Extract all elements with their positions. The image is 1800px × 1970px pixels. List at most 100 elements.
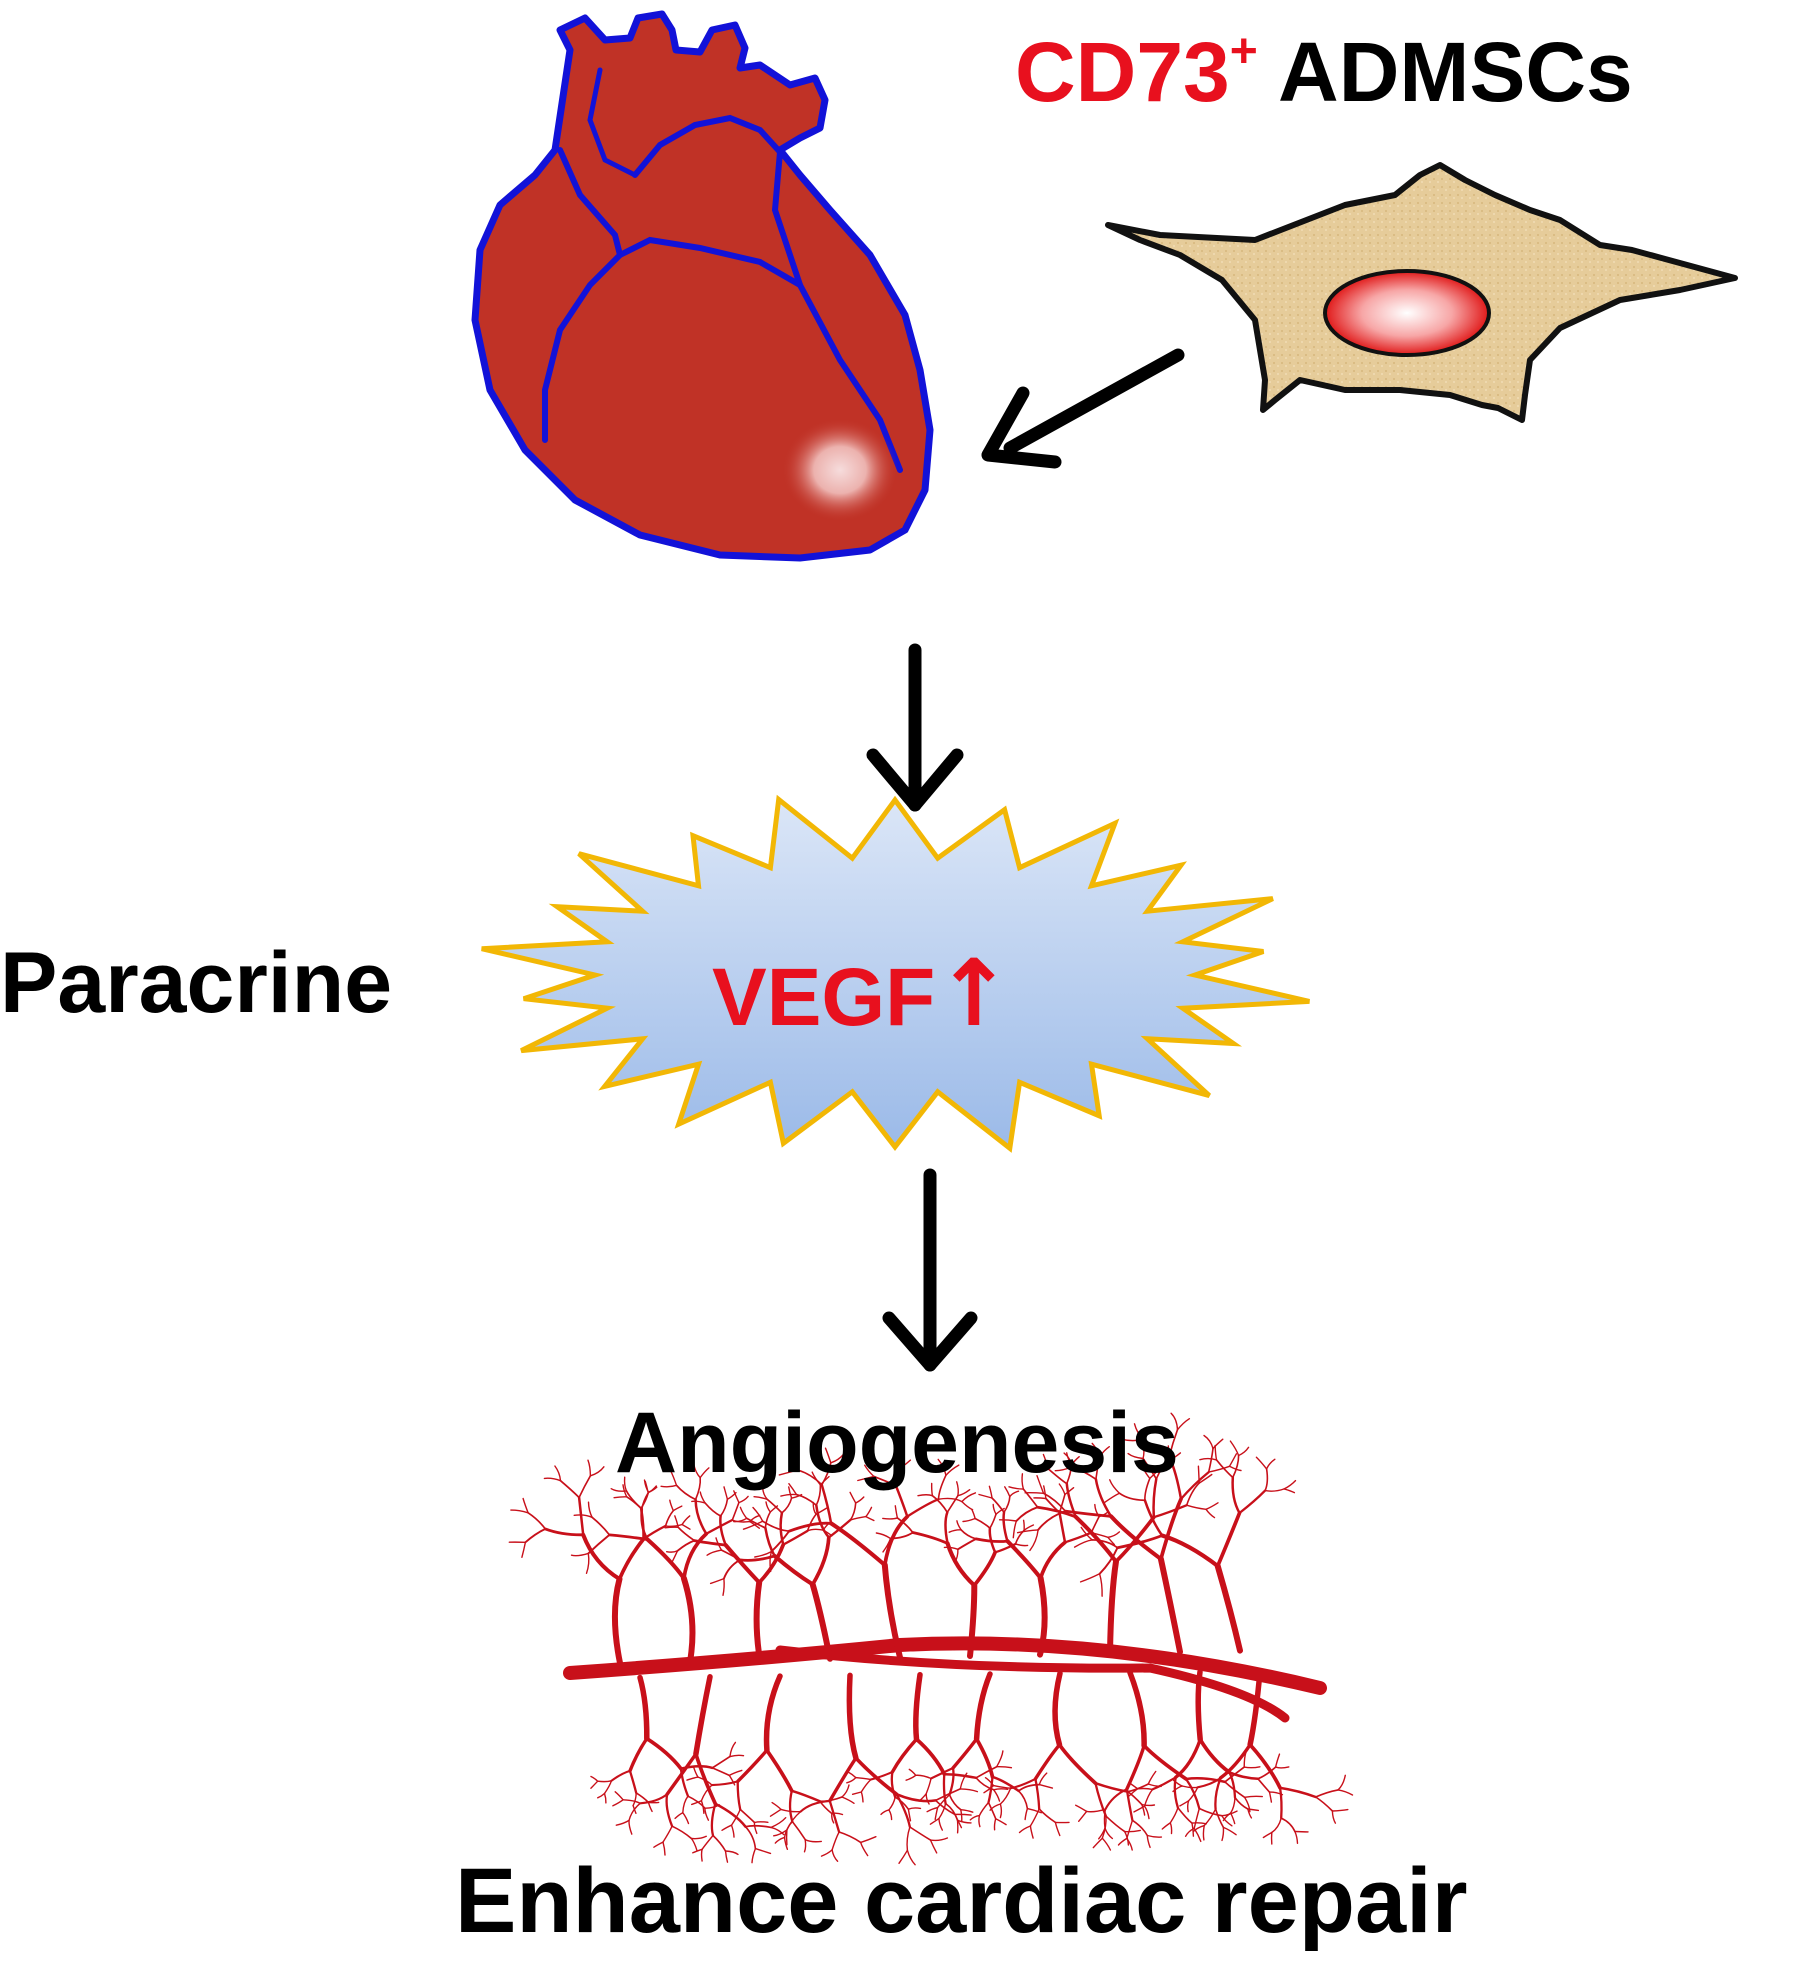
vessel-branch	[1272, 1818, 1281, 1832]
vessel-branch	[1244, 1767, 1260, 1768]
vessel-branch	[766, 1502, 770, 1512]
vessel-branch	[636, 1793, 648, 1803]
vessel-branch	[926, 1779, 931, 1794]
paracrine-label: Paracrine	[0, 940, 392, 1026]
arrow-cell-to-heart	[988, 355, 1178, 462]
vessel-branch	[630, 1771, 636, 1793]
vessel-branch	[1263, 1833, 1271, 1838]
vessel-branch	[1127, 1746, 1144, 1790]
vessel-branch	[1035, 1779, 1039, 1809]
vessel-branch	[792, 1822, 805, 1840]
vessel-branch	[1035, 1745, 1059, 1779]
arrow-heart-to-vegf	[873, 650, 957, 805]
vessel-branch	[1142, 1805, 1155, 1806]
vessel-branch	[866, 1517, 874, 1521]
vessel-branch	[866, 1507, 872, 1516]
vessel-branch	[511, 1510, 528, 1513]
vessel-branch	[691, 1839, 697, 1851]
vessel-branch	[1034, 1498, 1046, 1499]
vessel-branch	[1016, 1507, 1037, 1521]
vessel-branch	[916, 1675, 920, 1740]
vessel-branch	[994, 1790, 1000, 1801]
vessel-branch	[712, 1804, 715, 1836]
vessel-branch	[707, 1550, 721, 1555]
vessel-branch	[1230, 1454, 1237, 1467]
vessel-branch	[1223, 1813, 1230, 1821]
vessel-branch	[949, 1530, 961, 1532]
vessel-branch	[614, 1497, 627, 1498]
vessel-branch	[705, 1808, 709, 1820]
vessel-branch	[847, 1778, 856, 1783]
vessel-branch	[1147, 1836, 1161, 1838]
vessel-branch	[808, 1514, 817, 1531]
vessel-branch	[1030, 1809, 1039, 1826]
vessel-branch	[1209, 1449, 1213, 1473]
vessel-branch	[801, 1801, 830, 1812]
vessel-branch	[792, 1791, 820, 1802]
vessel-branch	[1100, 1574, 1103, 1596]
vessel-branch	[574, 1515, 592, 1517]
vessel-branch	[1145, 1806, 1150, 1818]
angiogenesis-label: Angiogenesis	[615, 1400, 1179, 1486]
vessel-branch	[990, 1804, 1000, 1810]
vessel-branch	[1110, 1562, 1116, 1654]
vessel-branch	[712, 1757, 730, 1768]
vessel-branch	[770, 1506, 777, 1512]
vessel-branch	[996, 1819, 1006, 1825]
vessel-branch	[1105, 1493, 1120, 1502]
vessel-branch	[1162, 1823, 1170, 1829]
vessel-branch	[1093, 1838, 1102, 1847]
vessel-branch	[1125, 1830, 1141, 1831]
vessel-branch	[592, 1517, 609, 1535]
marker-superscript: +	[1230, 25, 1258, 78]
vessel-branch	[1039, 1773, 1046, 1785]
vessel-branch	[1231, 1813, 1235, 1824]
vessel-branch	[1161, 1559, 1180, 1652]
vessel-branch	[970, 1585, 974, 1656]
vessel-branch	[1218, 1566, 1240, 1651]
vessel-branch	[883, 1518, 898, 1519]
vessel-branch	[640, 1678, 647, 1739]
vessel-branch	[977, 1739, 993, 1777]
vessel-branch	[1316, 1790, 1338, 1797]
vessel-branch	[805, 1840, 821, 1842]
vessel-branch	[1250, 1671, 1260, 1744]
vessel-branch	[739, 1496, 748, 1502]
vessel-branch	[1199, 1809, 1222, 1816]
vessel-branch	[1265, 1469, 1267, 1491]
vessel-branch	[994, 1819, 995, 1830]
vessel-branch	[1055, 1822, 1059, 1835]
vessel-branch	[1218, 1513, 1240, 1566]
vessel-branch	[842, 1785, 849, 1797]
vessel-branch	[1265, 1489, 1284, 1491]
vessel-branch	[525, 1529, 545, 1542]
vessel-branch	[1013, 1521, 1016, 1538]
vessel-branch	[861, 1792, 863, 1802]
vessel-branch	[705, 1503, 721, 1516]
vessel-branch	[997, 1751, 1003, 1767]
vessel-branch	[1267, 1459, 1275, 1469]
vessel-branch	[729, 1770, 742, 1775]
vessel-branch	[1258, 1779, 1270, 1792]
vessel-branch	[961, 1530, 976, 1539]
vessel-branch	[1075, 1540, 1093, 1547]
vessel-branch	[1127, 1820, 1133, 1838]
vessel-branch	[1200, 1459, 1217, 1460]
vessel-branch	[591, 1781, 598, 1788]
vessel-branch	[881, 1810, 889, 1815]
vessel-branch	[555, 1466, 561, 1481]
vessel-branch	[955, 1814, 971, 1815]
vessel-branch	[1215, 1778, 1220, 1809]
vessel-branch	[1105, 1789, 1126, 1809]
vessel-branch	[755, 1822, 768, 1823]
vessel-branch	[961, 1810, 973, 1813]
vessel-branch	[917, 1739, 945, 1774]
vessel-branch	[908, 1808, 920, 1809]
vessel-branch	[1178, 1808, 1192, 1823]
vessel-branch	[767, 1676, 780, 1750]
vessel-branch	[544, 1478, 560, 1480]
vessel-branch	[746, 1827, 756, 1849]
vessel-branch	[696, 1677, 710, 1754]
vessel-branch	[1332, 1811, 1335, 1823]
vessel-branch	[974, 1552, 995, 1585]
